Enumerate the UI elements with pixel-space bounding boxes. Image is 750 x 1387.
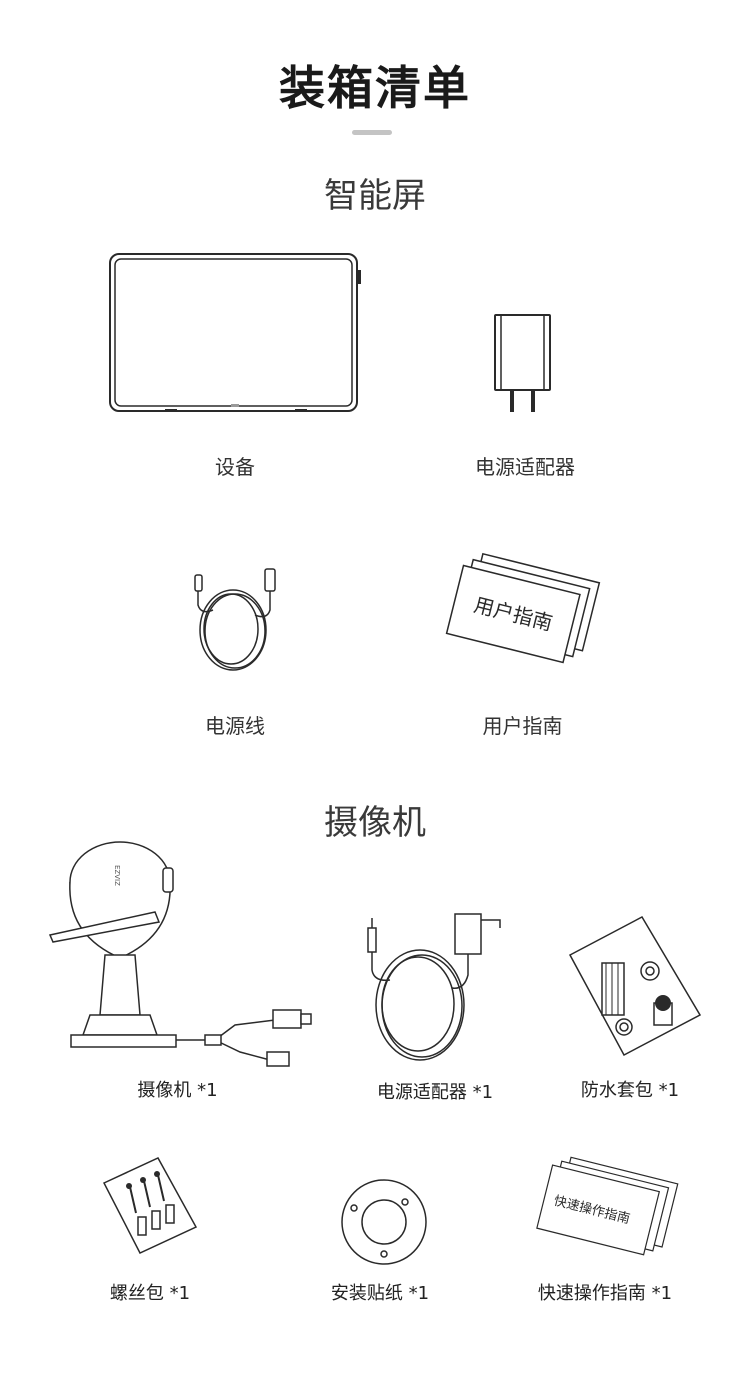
camera-brand-text: EZVIZ — [113, 865, 121, 886]
quick-start-guide-icon: 快速操作指南 — [530, 1155, 680, 1260]
page-title: 装箱清单 — [279, 61, 471, 115]
camera-power-adapter-icon — [360, 910, 510, 1065]
section-heading-camera: 摄像机 — [324, 803, 426, 843]
item-label-power-adapter: 电源适配器 — [475, 455, 575, 479]
section-heading-smart-screen: 智能屏 — [324, 176, 426, 216]
item-label-quick-start-guide: 快速操作指南 *1 — [537, 1283, 673, 1304]
item-label-mounting-sticker: 安装贴纸 *1 — [330, 1283, 430, 1304]
item-label-device: 设备 — [215, 455, 255, 479]
power-cable-icon — [185, 565, 290, 675]
item-label-camera: 摄像机 *1 — [137, 1080, 218, 1101]
waterproof-kit-icon — [562, 915, 707, 1060]
mounting-sticker-icon — [340, 1178, 430, 1268]
screw-pack-icon — [100, 1155, 200, 1255]
smart-screen-device-icon — [105, 250, 361, 412]
camera-icon: EZVIZ — [45, 840, 320, 1065]
item-label-screw-pack: 螺丝包 *1 — [109, 1283, 191, 1304]
item-label-power-cable: 电源线 — [205, 714, 265, 738]
power-adapter-icon — [490, 312, 555, 412]
item-label-waterproof-kit: 防水套包 *1 — [580, 1080, 680, 1101]
title-divider — [352, 130, 392, 135]
item-label-camera-power-adapter: 电源适配器 *1 — [376, 1082, 494, 1103]
item-label-user-guide: 用户指南 — [482, 714, 563, 738]
user-guide-icon: 用户指南 — [440, 555, 605, 670]
